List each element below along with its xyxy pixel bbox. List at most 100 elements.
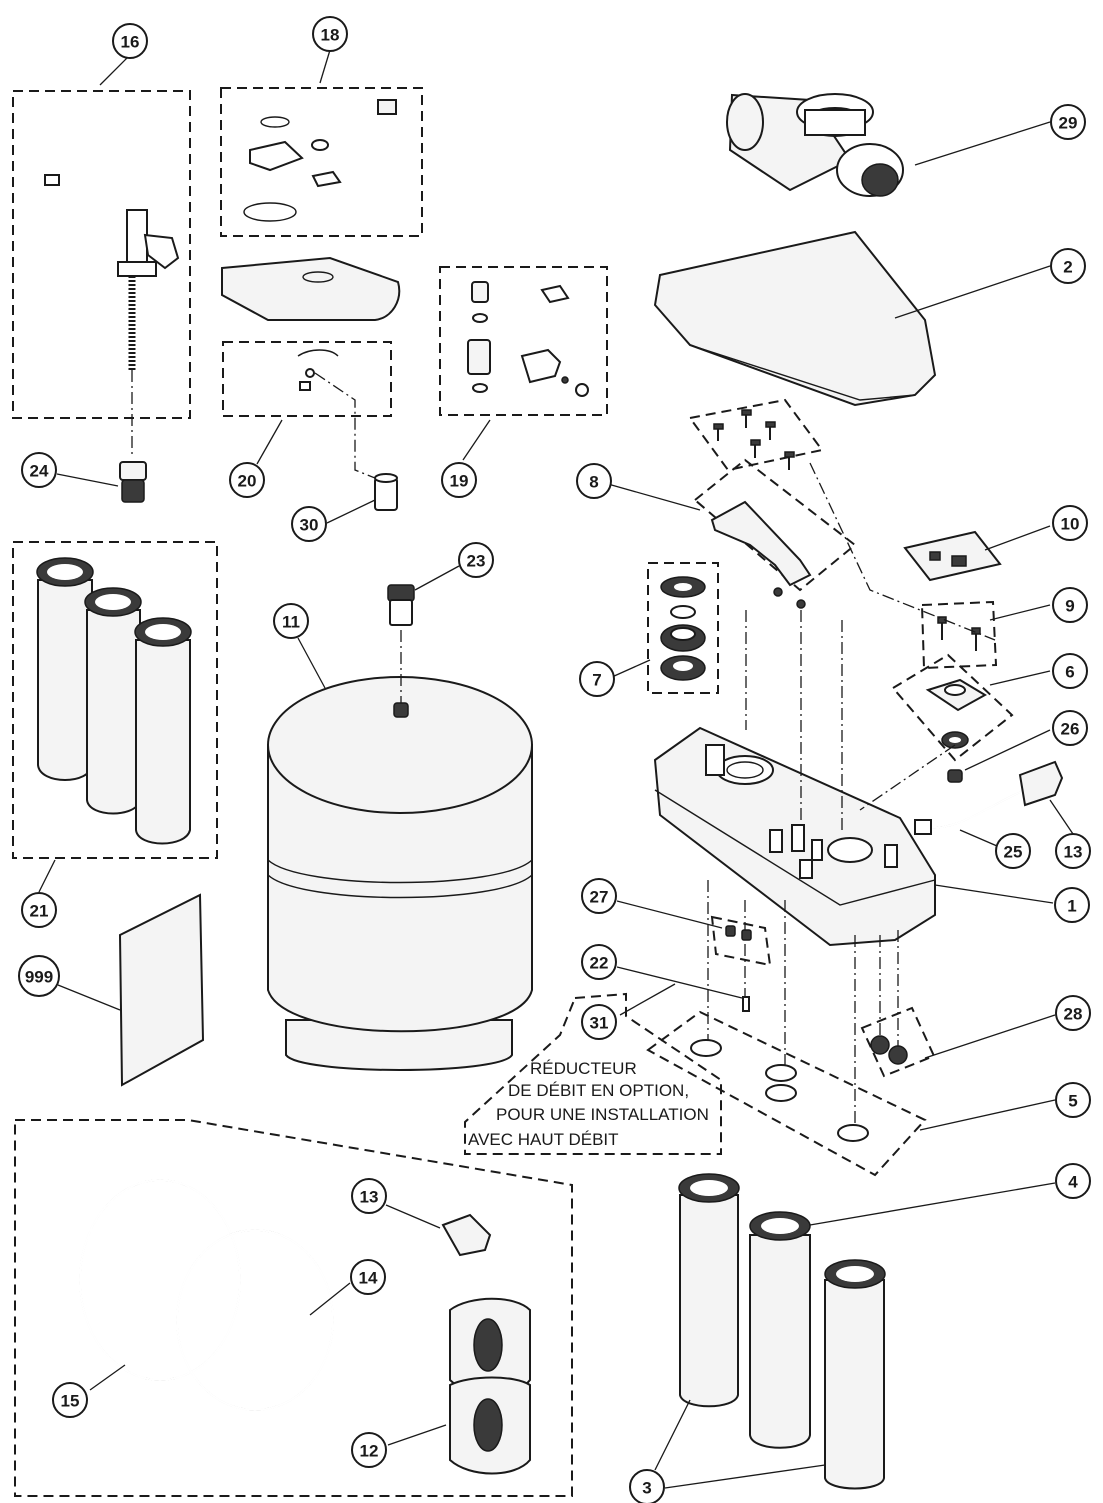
base-fittings-5 <box>690 1039 869 1142</box>
adapter-kit-illustration <box>297 349 381 481</box>
svg-text:7: 7 <box>592 671 601 690</box>
svg-text:25: 25 <box>1004 843 1023 862</box>
callout-25: 25 <box>995 833 1031 869</box>
callout-22: 22 <box>581 944 617 980</box>
callout-30: 30 <box>291 506 327 542</box>
callout-20: 20 <box>229 462 265 498</box>
callout-11: 11 <box>273 603 309 639</box>
svg-text:6: 6 <box>1065 663 1074 682</box>
svg-text:5: 5 <box>1068 1092 1077 1111</box>
callout-31: 31 <box>581 1004 617 1040</box>
callout-29: 29 <box>1050 104 1086 140</box>
callout-1: 1 <box>1054 887 1090 923</box>
fitting-30 <box>374 473 398 511</box>
bracket-8 <box>710 500 812 587</box>
svg-text:19: 19 <box>450 472 469 491</box>
callout-2: 2 <box>1050 248 1086 284</box>
svg-text:11: 11 <box>282 613 300 632</box>
svg-text:13: 13 <box>1064 843 1083 862</box>
fittings-illustration <box>467 281 589 397</box>
svg-text:16: 16 <box>121 33 140 52</box>
svg-text:20: 20 <box>238 472 257 491</box>
nut-pair-box <box>860 1006 936 1078</box>
svg-text:1: 1 <box>1067 897 1076 916</box>
callout-28: 28 <box>1055 995 1091 1031</box>
svg-text:28: 28 <box>1064 1005 1083 1024</box>
power-cable <box>914 760 1064 835</box>
manifold-housing-1 <box>653 726 936 947</box>
tubing-kit-illustration <box>79 1179 531 1475</box>
screw-kit-box <box>688 398 824 472</box>
callout-19: 19 <box>441 462 477 498</box>
flow-reducer-note: RÉDUCTEUR DE DÉBIT EN OPTION, POUR UNE I… <box>468 1059 709 1149</box>
svg-text:9: 9 <box>1065 597 1074 616</box>
faucet-mount-kit-box <box>220 87 423 237</box>
screws-kit <box>713 409 795 470</box>
mount-kit-illustration <box>243 99 397 222</box>
plug-27a <box>725 925 736 937</box>
svg-text:4: 4 <box>1068 1173 1078 1192</box>
manual-999 <box>118 893 205 1087</box>
tubing-kit-box <box>14 1119 573 1497</box>
callout-13-upper: 13 <box>1055 833 1091 869</box>
svg-text:13: 13 <box>360 1188 379 1207</box>
note-line-2: DE DÉBIT EN OPTION, <box>508 1081 689 1100</box>
svg-text:18: 18 <box>321 26 340 45</box>
valve-7 <box>660 576 706 681</box>
nuts-28 <box>870 1035 908 1065</box>
callout-9: 9 <box>1052 587 1088 623</box>
svg-text:22: 22 <box>590 954 609 973</box>
callout-15: 15 <box>52 1382 88 1418</box>
svg-text:12: 12 <box>360 1442 379 1461</box>
callout-999: 999 <box>18 955 60 997</box>
svg-text:26: 26 <box>1061 720 1080 739</box>
filters-3-4 <box>678 1173 886 1490</box>
callout-26: 26 <box>1052 710 1088 746</box>
callout-13-lower: 13 <box>351 1178 387 1214</box>
countertop-block <box>221 256 401 321</box>
filters-21 <box>36 557 192 845</box>
callout-27: 27 <box>581 878 617 914</box>
storage-tank-11 <box>267 630 533 1071</box>
cap-6 <box>925 678 987 783</box>
callout-5: 5 <box>1055 1082 1091 1118</box>
svg-text:15: 15 <box>61 1392 80 1411</box>
svg-text:23: 23 <box>467 552 486 571</box>
faucet-illustration <box>44 105 180 458</box>
svg-text:2: 2 <box>1063 258 1072 277</box>
callout-23: 23 <box>458 542 494 578</box>
bypass-valve-29 <box>726 93 904 197</box>
callout-24: 24 <box>21 452 57 488</box>
callout-16: 16 <box>112 23 148 59</box>
note-line-4: AVEC HAUT DÉBIT <box>468 1130 619 1149</box>
callout-8: 8 <box>576 463 612 499</box>
screw-pair-box <box>920 600 998 670</box>
plug-27b <box>741 929 752 941</box>
callout-21: 21 <box>21 892 57 928</box>
note-line-1: RÉDUCTEUR <box>530 1059 637 1078</box>
svg-text:10: 10 <box>1061 515 1080 534</box>
callout-6: 6 <box>1052 653 1088 689</box>
svg-text:999: 999 <box>25 968 53 987</box>
svg-text:29: 29 <box>1059 114 1078 133</box>
svg-text:24: 24 <box>30 462 49 481</box>
svg-text:3: 3 <box>642 1479 651 1498</box>
svg-text:30: 30 <box>300 516 319 535</box>
faucet-adapter-kit-box <box>222 341 392 417</box>
svg-text:21: 21 <box>30 902 49 921</box>
callout-4: 4 <box>1055 1163 1091 1199</box>
screws-9 <box>937 616 981 651</box>
flow-reducer-22 <box>742 996 750 1012</box>
base-plate-box <box>646 1010 927 1177</box>
cap-box <box>891 653 1014 762</box>
callout-12: 12 <box>351 1432 387 1468</box>
flow-reducer-note-box <box>464 992 722 1155</box>
svg-text:14: 14 <box>359 1269 378 1288</box>
svg-text:8: 8 <box>589 473 598 492</box>
faucet-kit-box <box>12 90 191 419</box>
callout-10: 10 <box>1052 505 1088 541</box>
bracket-box <box>693 458 857 592</box>
callout-14: 14 <box>350 1259 386 1295</box>
svg-text:27: 27 <box>590 888 609 907</box>
